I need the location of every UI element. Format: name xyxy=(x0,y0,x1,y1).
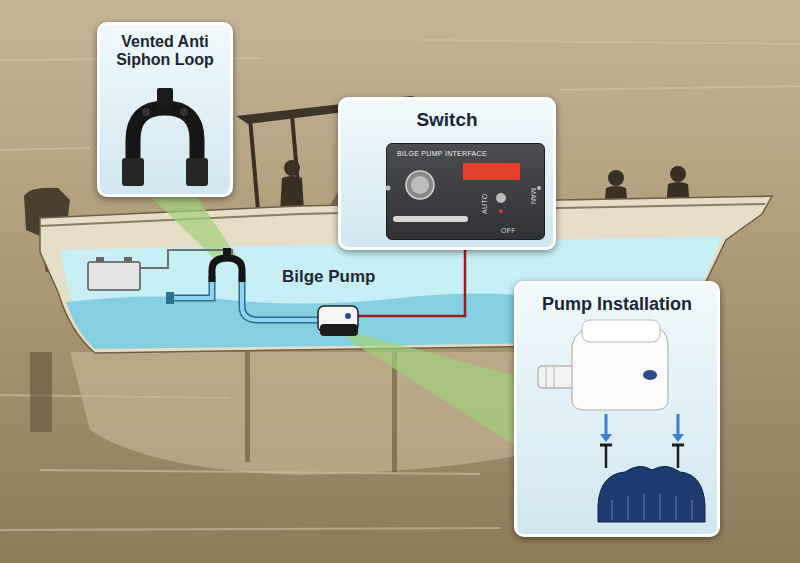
callout-beam xyxy=(338,328,516,446)
loop-vent xyxy=(223,248,231,258)
switch-panel: BILGE PUMP INTERFACE AUTO MAN OFF xyxy=(386,143,545,240)
callout-box: Pump Installation xyxy=(514,281,720,537)
label-holder: AUTO xyxy=(481,214,502,221)
reflection-streak xyxy=(245,352,250,462)
panel-title: BILGE PUMP INTERFACE xyxy=(397,150,487,157)
hose-barb xyxy=(186,158,208,186)
callout-heading: Switch xyxy=(341,100,553,131)
ripple xyxy=(0,528,500,530)
mast-reflections xyxy=(30,352,397,472)
pump-badge xyxy=(643,370,657,380)
callout-beam xyxy=(150,196,238,264)
mode-label: MAN xyxy=(530,188,537,204)
battery xyxy=(88,262,140,290)
mode-label: AUTO xyxy=(481,193,488,214)
rotary-knob xyxy=(406,171,434,199)
battery-terminal xyxy=(96,257,104,262)
person-head xyxy=(608,170,624,186)
ridge xyxy=(627,496,629,520)
ridge xyxy=(611,500,613,520)
ridge xyxy=(691,500,693,520)
mount-tab xyxy=(180,108,188,116)
label-holder: Bilge Pump xyxy=(282,268,376,287)
off-dot xyxy=(499,209,503,213)
callout-box: SwitchBILGE PUMP INTERFACE AUTO MAN OFF xyxy=(338,97,556,250)
frame-pole xyxy=(250,118,258,210)
ridge xyxy=(675,496,677,520)
ridge xyxy=(659,494,661,520)
knob-center xyxy=(411,176,429,194)
screw xyxy=(605,446,608,468)
pump-base-part xyxy=(320,324,358,336)
ripple xyxy=(560,86,800,90)
label-holder: BILGE PUMP INTERFACE xyxy=(397,150,487,157)
battery-terminal xyxy=(124,257,132,262)
mount-tab xyxy=(142,108,150,116)
pump-body xyxy=(572,326,668,410)
arrow-heads xyxy=(600,434,684,442)
pump-cap xyxy=(582,320,660,342)
ripple xyxy=(0,148,90,150)
hose-barb xyxy=(122,158,144,186)
label-holder: OFF xyxy=(501,227,516,234)
install-arrows xyxy=(606,414,678,436)
person-head xyxy=(670,166,686,182)
rib xyxy=(546,367,547,387)
screw-heads xyxy=(600,444,684,447)
base-ridges xyxy=(612,494,692,520)
thru-hull-fitting xyxy=(166,292,174,304)
indicator-display xyxy=(463,163,520,180)
toggle-switch xyxy=(496,193,506,203)
loop-icon xyxy=(133,108,197,180)
pump-badge xyxy=(345,313,351,319)
slider-bar xyxy=(393,216,468,222)
reflection-streak xyxy=(30,352,52,432)
panel-screw xyxy=(537,186,541,190)
pump-outlet xyxy=(538,366,578,388)
person-head xyxy=(284,160,300,176)
mode-label: OFF xyxy=(501,227,516,234)
anti-siphon-loop-part xyxy=(212,258,242,282)
pump-base xyxy=(598,466,705,522)
rib xyxy=(554,367,555,387)
part-label: Bilge Pump xyxy=(282,268,376,287)
screws xyxy=(606,446,678,468)
label-holder: MAN xyxy=(537,188,553,195)
screw xyxy=(677,446,680,468)
outlet-ribs xyxy=(546,367,554,387)
vent-icon xyxy=(157,88,173,110)
ripple xyxy=(420,40,800,44)
panel-screw xyxy=(386,186,391,191)
callout-heading: Vented Anti Siphon Loop xyxy=(100,25,230,70)
ridge xyxy=(643,494,645,520)
callout-heading: Pump Installation xyxy=(517,284,717,315)
arrow-shaft xyxy=(677,414,680,436)
arrow-shaft xyxy=(605,414,608,436)
callout-box: Vented Anti Siphon Loop xyxy=(97,22,233,197)
